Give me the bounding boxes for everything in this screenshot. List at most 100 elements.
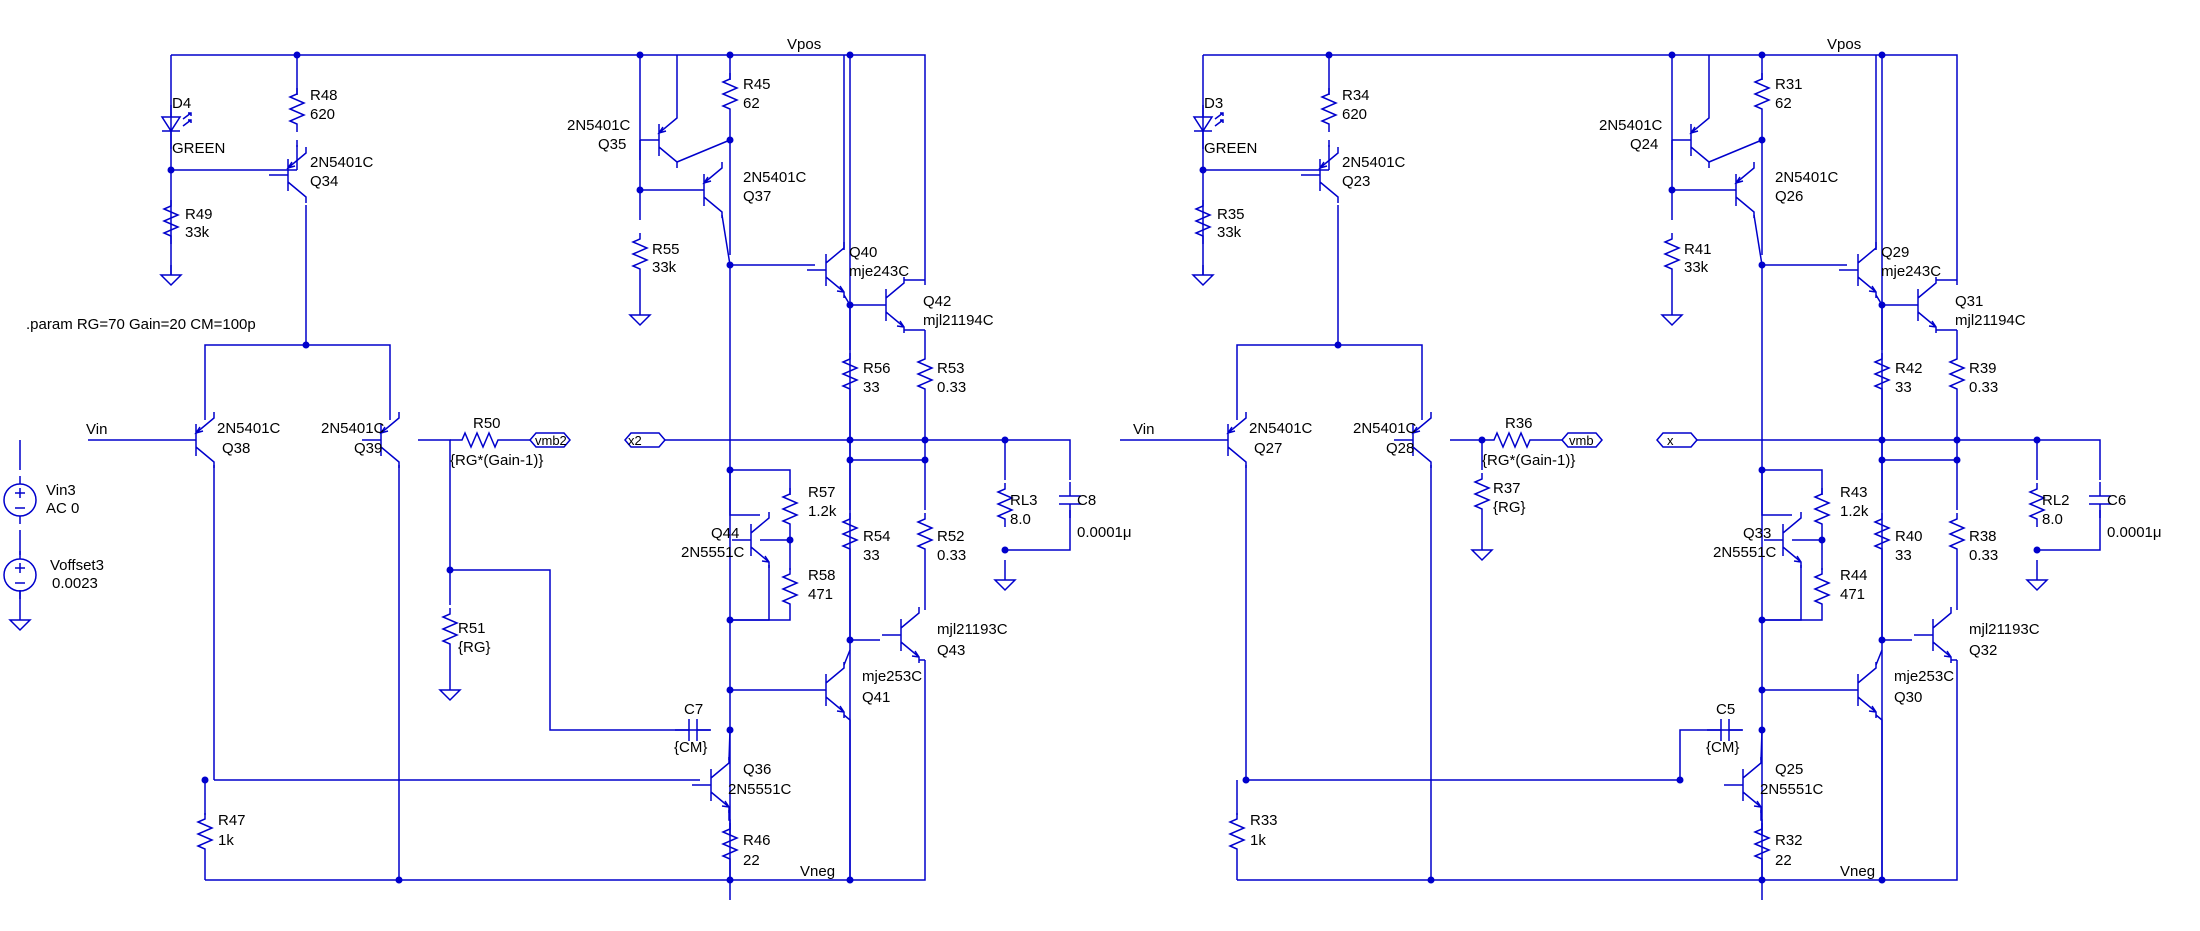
value-R40: 33 — [1895, 547, 1912, 564]
label-Q24: Q24 — [1630, 136, 1658, 153]
value-R57: 1.2k — [808, 503, 837, 520]
transistor-Q36 — [691, 756, 730, 814]
resistor-R34 — [1321, 87, 1337, 133]
label-RL3: RL3 — [1010, 492, 1038, 509]
model-Q43: mjl21193C — [937, 621, 1008, 638]
transistor-Q30 — [1838, 661, 1877, 719]
label-D4: D4 — [172, 95, 191, 112]
label-Q25: Q25 — [1775, 761, 1803, 778]
port-x-label: x — [1667, 433, 1674, 448]
label-R40: R40 — [1895, 528, 1923, 545]
model-Q28: 2N5401C — [1353, 420, 1417, 437]
ground-icon — [1192, 264, 1214, 286]
label-Q44: Q44 — [711, 525, 739, 542]
label-Q31: Q31 — [1955, 293, 1983, 310]
resistor-R58 — [782, 567, 798, 613]
transistor-Q40 — [806, 241, 845, 299]
model-Q40: mje243C — [849, 263, 909, 280]
transistor-Q35 — [639, 111, 678, 169]
value-R31: 62 — [1775, 95, 1792, 112]
label-Q38: Q38 — [222, 440, 250, 457]
value-Voffset3: 0.0023 — [52, 575, 98, 592]
value-R41: 33k — [1684, 259, 1709, 276]
vin-label-right: Vin — [1133, 421, 1154, 438]
label-Q39: Q39 — [354, 440, 382, 457]
vneg-rail-right — [1237, 660, 1958, 881]
value-R38: 0.33 — [1969, 547, 1998, 564]
ground-icon — [629, 304, 651, 326]
ground-icon — [439, 679, 461, 701]
label-R47: R47 — [218, 812, 246, 829]
transistor-Q23 — [1300, 146, 1339, 204]
label-Q34: Q34 — [310, 173, 338, 190]
label-Q37: Q37 — [743, 188, 771, 205]
transistor-Q26 — [1716, 161, 1755, 219]
port-vmb-label: vmb — [1569, 433, 1594, 448]
value-R42: 33 — [1895, 379, 1912, 396]
model-Q32: mjl21193C — [1969, 621, 2040, 638]
value-D4: GREEN — [172, 140, 225, 157]
transistor-Q34 — [268, 146, 307, 204]
resistor-R44 — [1814, 567, 1830, 613]
label-Q26: Q26 — [1775, 188, 1803, 205]
label-C5: C5 — [1716, 701, 1735, 718]
label-R43: R43 — [1840, 484, 1868, 501]
resistor-R52 — [917, 512, 933, 558]
resistor-R37 — [1474, 472, 1490, 518]
resistor-R33 — [1229, 812, 1245, 858]
label-Q35: Q35 — [598, 136, 626, 153]
label-R51: R51 — [458, 620, 486, 637]
value-R32: 22 — [1775, 852, 1792, 869]
model-Q25: 2N5551C — [1760, 781, 1824, 798]
resistor-R36 — [1481, 432, 1543, 448]
value-R33: 1k — [1250, 832, 1266, 849]
label-R45: R45 — [743, 76, 771, 93]
label-Q27: Q27 — [1254, 440, 1282, 457]
transistor-Q31 — [1898, 276, 1937, 334]
value-R50: {RG*(Gain-1)} — [450, 452, 543, 469]
label-R31: R31 — [1775, 76, 1803, 93]
resistor-R39 — [1949, 352, 1965, 398]
label-Q41: Q41 — [862, 689, 890, 706]
value-R34: 620 — [1342, 106, 1367, 123]
resistor-R47 — [197, 812, 213, 858]
value-R36: {RG*(Gain-1)} — [1482, 452, 1575, 469]
label-R34: R34 — [1342, 87, 1370, 104]
left-channel — [3, 51, 1082, 900]
label-Q23: Q23 — [1342, 173, 1370, 190]
transistor-Q24 — [1671, 111, 1710, 169]
port-vmb2-label: vmb2 — [535, 433, 567, 448]
port-x[interactable] — [1656, 432, 1698, 448]
label-R36: R36 — [1505, 415, 1533, 432]
model-Q34: 2N5401C — [310, 154, 374, 171]
ground-icon — [994, 569, 1016, 591]
transistor-Q42 — [866, 276, 905, 334]
value-C8: 0.0001μ — [1077, 524, 1132, 541]
value-R58: 471 — [808, 586, 833, 603]
ground-icon — [160, 264, 182, 286]
label-Q43: Q43 — [937, 642, 965, 659]
label-R54: R54 — [863, 528, 891, 545]
port-x2-label: x2 — [628, 433, 642, 448]
vpos-label-left: Vpos — [787, 36, 821, 53]
label-C8: C8 — [1077, 492, 1096, 509]
label-Q29: Q29 — [1881, 244, 1909, 261]
value-R48: 620 — [310, 106, 335, 123]
transistor-Q37 — [684, 161, 723, 219]
resistor-R50 — [449, 432, 511, 448]
param-directive: .param RG=70 Gain=20 CM=100p — [26, 316, 256, 333]
model-Q31: mjl21194C — [1955, 312, 2026, 329]
label-Q28: Q28 — [1386, 440, 1414, 457]
model-Q38: 2N5401C — [217, 420, 281, 437]
value-R43: 1.2k — [1840, 503, 1869, 520]
label-D3: D3 — [1204, 95, 1223, 112]
model-Q37: 2N5401C — [743, 169, 807, 186]
label-Q40: Q40 — [849, 244, 877, 261]
value-R55: 33k — [652, 259, 677, 276]
label-R39: R39 — [1969, 360, 1997, 377]
label-R52: R52 — [937, 528, 965, 545]
vpos-label-right: Vpos — [1827, 36, 1861, 53]
label-Q36: Q36 — [743, 761, 771, 778]
value-R56: 33 — [863, 379, 880, 396]
value-C5: {CM} — [1706, 739, 1739, 756]
